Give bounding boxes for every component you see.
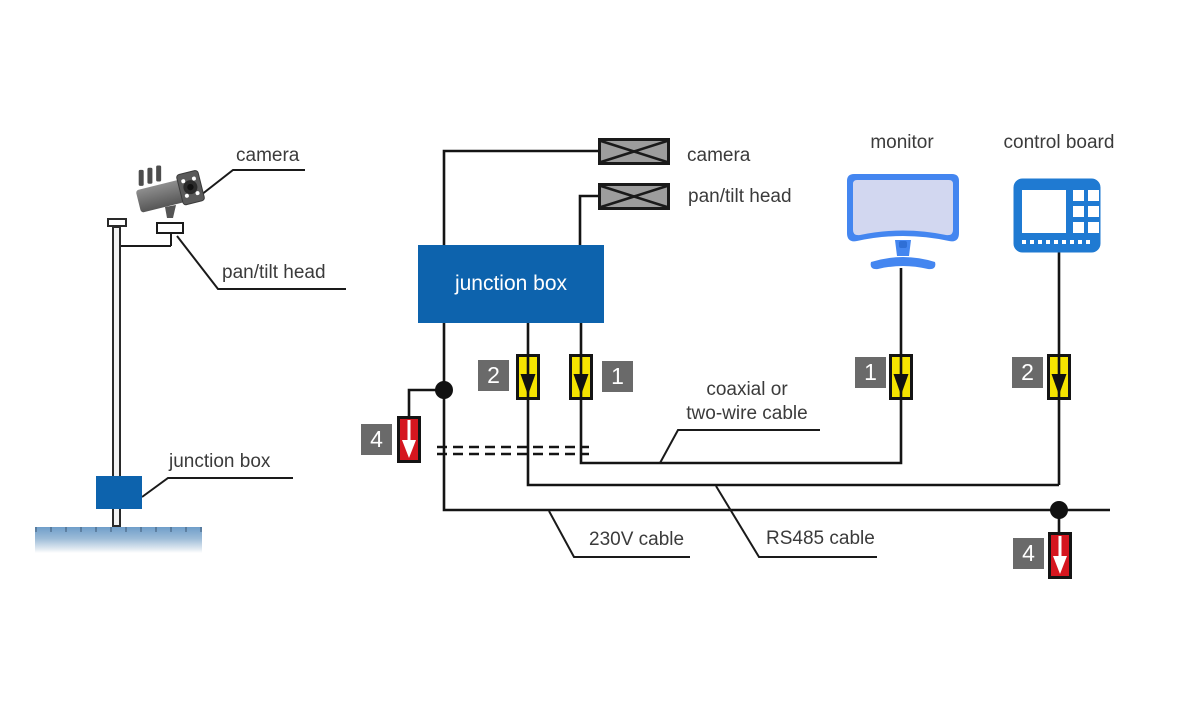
arrester-control-right: [1047, 354, 1071, 400]
cable-branch-arrester4: [407, 388, 444, 417]
arrow-down-icon: [893, 354, 909, 398]
junction-box-pole-label: junction box: [169, 451, 271, 472]
pantilt-label: pan/tilt head: [688, 186, 792, 207]
camera-pole-label: camera: [236, 145, 300, 166]
junction-dot-right: [1050, 501, 1068, 519]
arrester-control-left: [516, 354, 540, 400]
rs485-cable-label: RS485 cable: [766, 528, 875, 549]
control-board-label: control board: [1003, 132, 1115, 153]
leader-230v: [548, 510, 690, 558]
coax-cable-label-line1: coaxial or: [706, 379, 788, 400]
junction-box: junction box: [418, 245, 604, 323]
monitor-label: monitor: [870, 132, 934, 153]
leader-pantilt-pole: [176, 235, 346, 290]
leader-junction-pole: [141, 477, 293, 498]
leader-coax: [659, 429, 820, 464]
pantilt-symbol: [598, 183, 670, 210]
cable-pantilt-up: [578, 194, 598, 246]
camera-label: camera: [687, 145, 751, 166]
ground: [35, 527, 202, 553]
leader-camera-pole: [200, 169, 305, 196]
junction-dot-left: [435, 381, 453, 399]
marker-2-control: 2: [1012, 357, 1043, 388]
junction-box-pole: [96, 476, 142, 509]
marker-2-left: 2: [478, 360, 509, 391]
arrester-power-right: [1048, 532, 1072, 579]
pole-bracket-line: [120, 234, 172, 247]
x-icon: [601, 141, 667, 162]
camera-symbol: [598, 138, 670, 165]
coax-cable-label: coaxial or two-wire cable: [686, 378, 807, 426]
control-board-icon: [1013, 178, 1101, 253]
marker-4-left: 4: [361, 424, 392, 455]
pole: [112, 226, 121, 527]
arrow-down-icon: [573, 354, 589, 398]
white-arrow-down-icon: [1053, 536, 1067, 574]
camera-icon: [136, 165, 205, 218]
marker-1-monitor: 1: [855, 357, 886, 388]
marker-1-left: 1: [602, 361, 633, 392]
pole-cap: [107, 218, 127, 227]
arrester-video-right: [889, 354, 913, 400]
arrow-down-icon: [520, 354, 536, 398]
cable-camera-up: [442, 149, 598, 246]
marker-4-right: 4: [1013, 538, 1044, 569]
arrester-video-left: [569, 354, 593, 400]
power-cable-label: 230V cable: [589, 529, 685, 550]
pantilt-bracket: [156, 222, 184, 234]
monitor-icon: [847, 174, 959, 270]
arrow-down-icon: [1051, 354, 1067, 398]
junction-box-label: junction box: [454, 272, 568, 295]
arrester-power-left: [397, 416, 421, 463]
x-icon: [601, 186, 667, 207]
white-arrow-down-icon: [402, 420, 416, 458]
leader-rs485: [715, 485, 877, 558]
coax-cable-label-line2: two-wire cable: [686, 402, 808, 424]
pantilt-pole-label: pan/tilt head: [222, 262, 326, 283]
